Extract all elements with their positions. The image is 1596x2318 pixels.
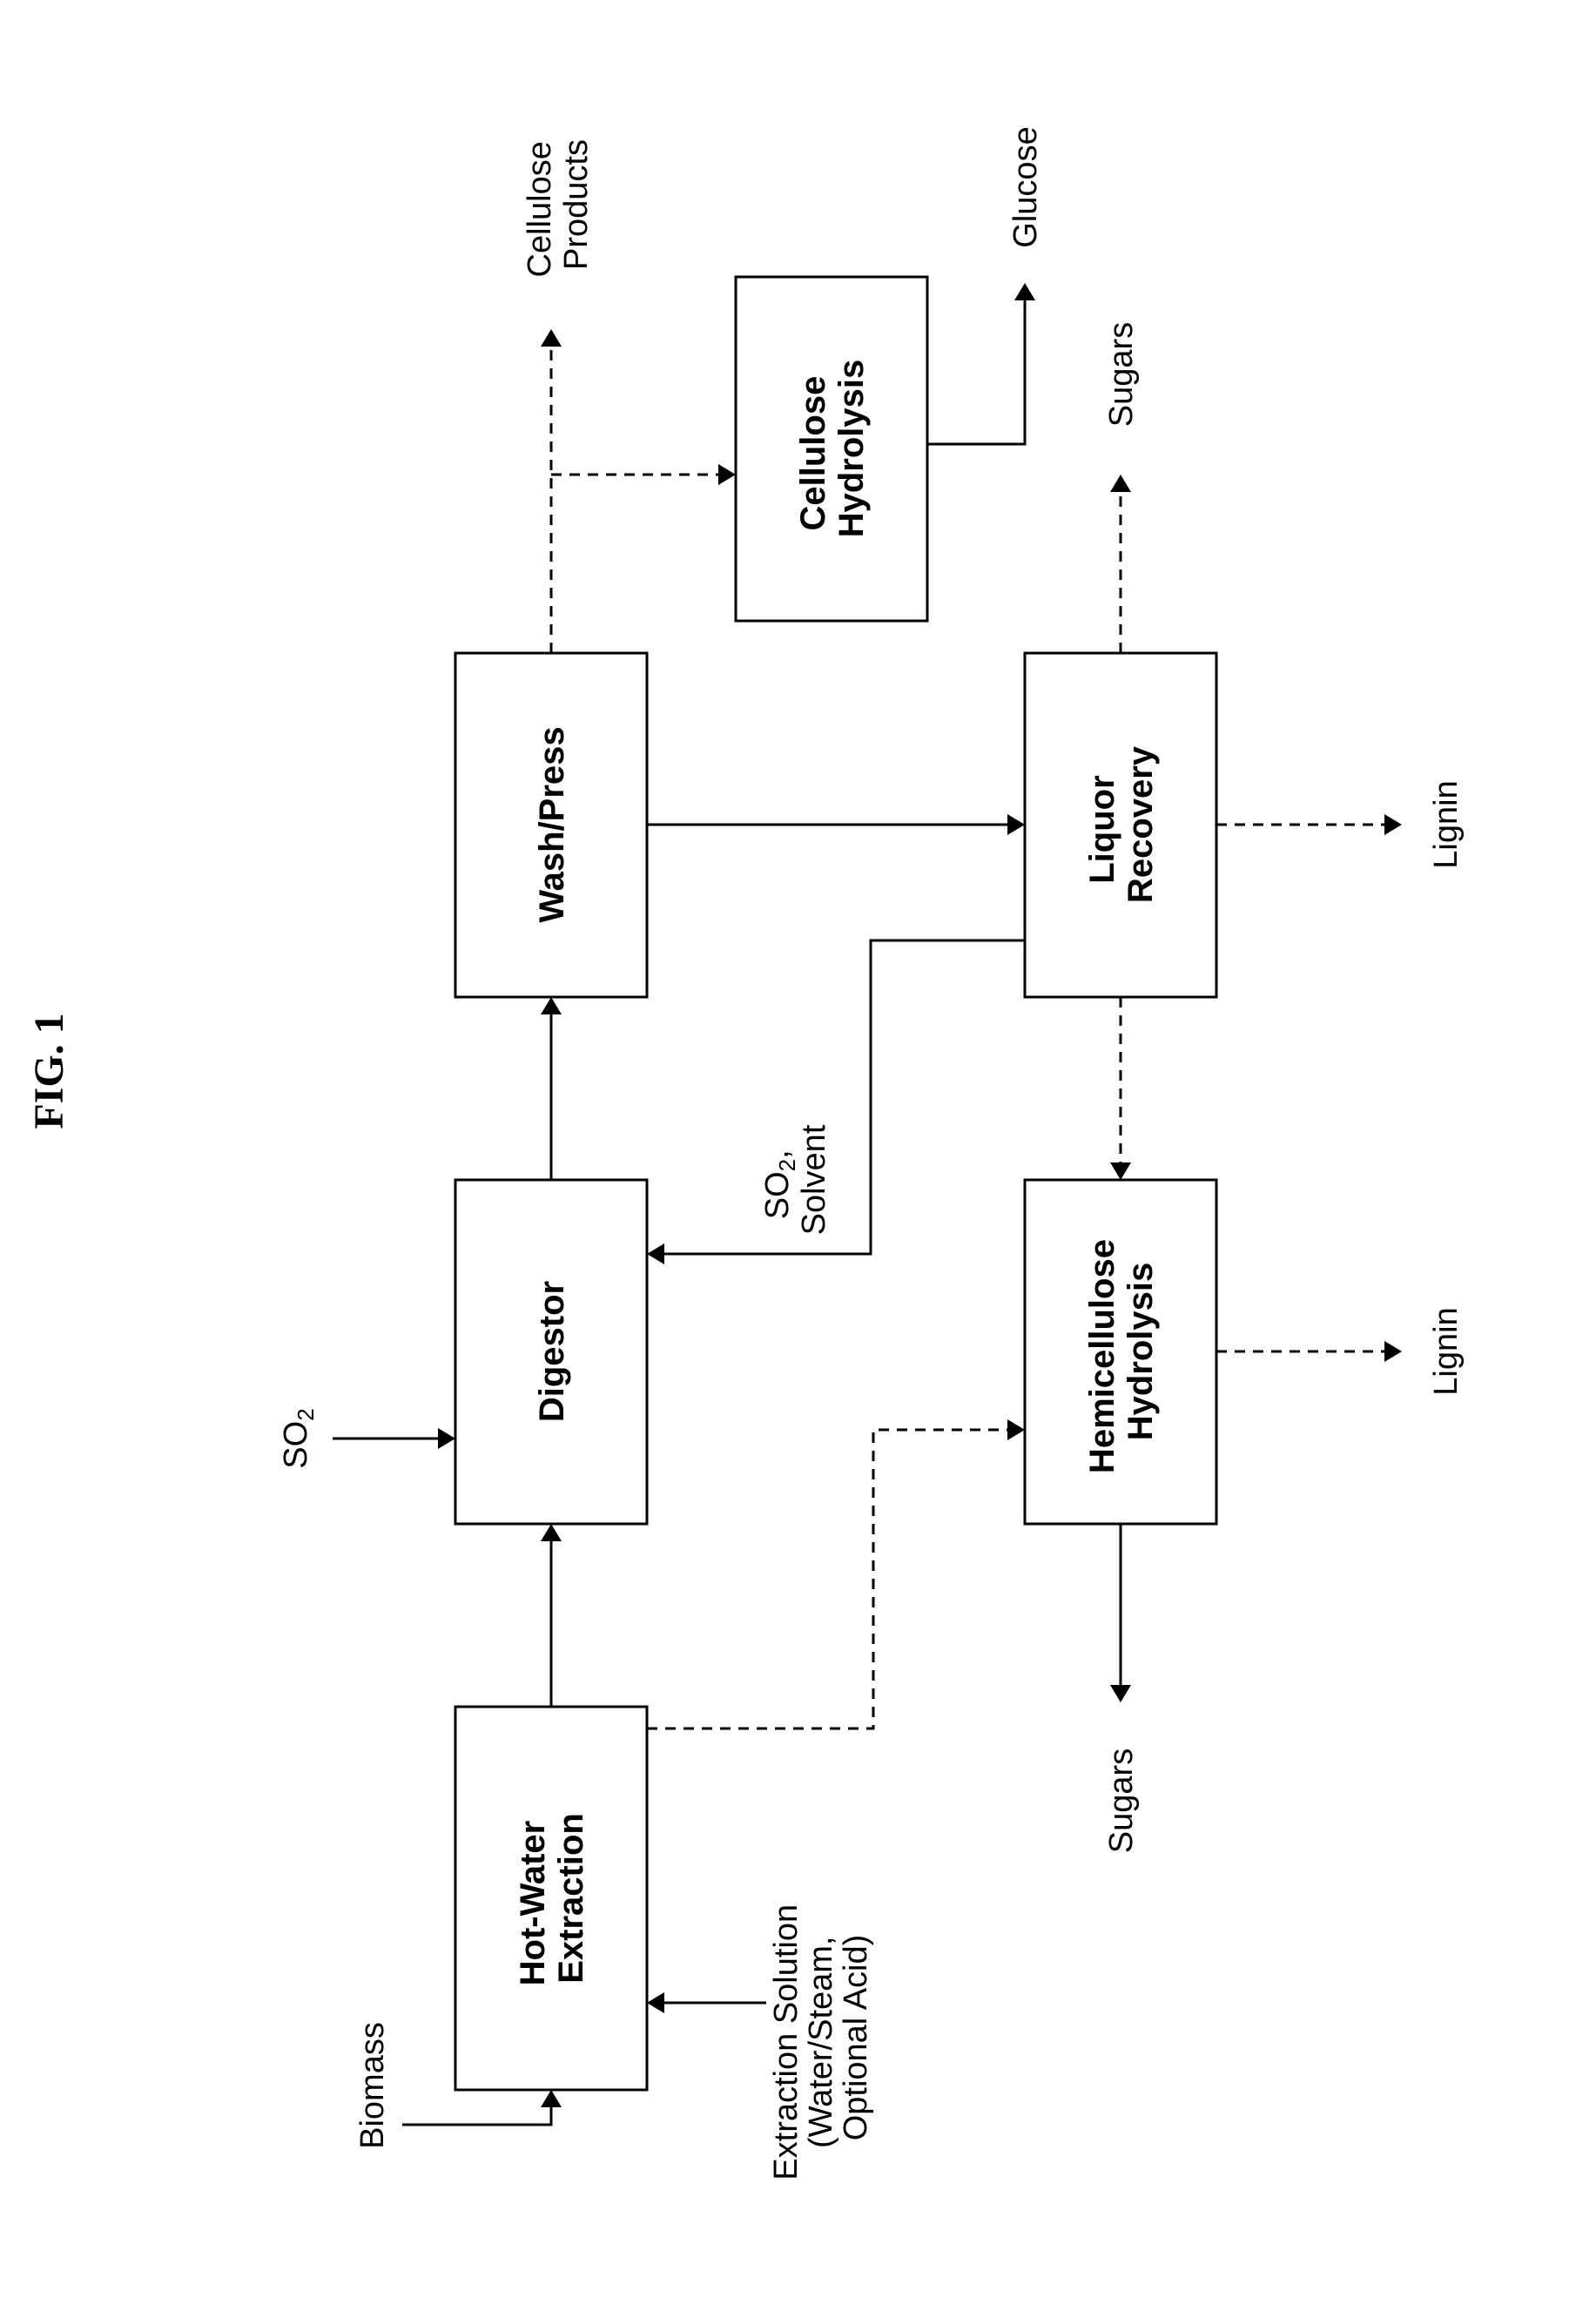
liquor-recovery-box: Liquor Recovery [1025, 653, 1216, 997]
cellulose-products-arrow [541, 329, 562, 653]
cellulose-hydrolysis-line1: Cellulose [794, 376, 832, 531]
wash-press-box: Wash/Press [455, 653, 647, 997]
svg-text:Wash/Press: Wash/Press [533, 726, 571, 922]
svg-text:Liquor Recovery: Liquor Recovery [1083, 745, 1160, 903]
so2-solvent-comma: , [759, 1149, 796, 1159]
svg-text:Digestor: Digestor [533, 1281, 571, 1422]
liquor-lignin-arrow [1216, 814, 1402, 835]
extraction-solution-arrow [647, 1992, 766, 2013]
sugars-hemicellulose-label: Sugars [1103, 1749, 1140, 1853]
liquor-sugars-arrow [1110, 475, 1131, 653]
digestor-to-wash-press-arrow [541, 997, 562, 1180]
hot-water-to-digestor-arrow [541, 1524, 562, 1707]
sugars-liquor-label: Sugars [1103, 322, 1140, 427]
cellulose-products-line2: Products [558, 139, 595, 270]
hemicellulose-hydrolysis-box: Hemicellulose Hydrolysis [1025, 1180, 1216, 1524]
cellulose-hydrolysis-line2: Hydrolysis [832, 360, 871, 538]
liquor-to-hemicellulose-arrow [1110, 997, 1131, 1180]
biomass-arrow [402, 2090, 562, 2125]
so2-solvent-label: SO2, Solvent [759, 1124, 832, 1235]
lignin-liquor-label: Lignin [1428, 780, 1465, 868]
so2-to-digestor-arrow [333, 1428, 455, 1449]
hemicellulose-lignin-arrow [1216, 1341, 1402, 1362]
cellulose-products-line1: Cellulose [522, 141, 558, 277]
svg-text:Hot-Water Extraction: Hot-Water Extraction [514, 1811, 590, 1986]
hemicellulose-hydrolysis-line2: Hydrolysis [1121, 1263, 1160, 1441]
cellulose-products-label: Cellulose Products [522, 132, 595, 278]
hemicellulose-hydrolysis-line1: Hemicellulose [1083, 1239, 1121, 1473]
digestor-label: Digestor [533, 1281, 571, 1422]
wash-press-label: Wash/Press [533, 726, 571, 922]
extraction-solution-label: Extraction Solution (Water/Steam, Option… [768, 1895, 874, 2180]
so2-digestor-subscript: 2 [293, 1408, 319, 1420]
so2-solvent-main: SO [759, 1171, 796, 1219]
so2-digestor-main: SO [278, 1421, 314, 1469]
extraction-solution-line2: (Water/Steam, [803, 1937, 839, 2149]
svg-text:Cellulose Hydrolysis: Cellulose Hydrolysis [794, 360, 871, 538]
hot-water-extraction-box: Hot-Water Extraction [455, 1707, 647, 2090]
hot-water-extraction-line2: Extraction [552, 1813, 590, 1984]
svg-text:Hemicellulose Hydrolysis: Hemicellulose Hydrolysis [1083, 1230, 1160, 1473]
biomass-label: Biomass [354, 2022, 391, 2149]
extraction-solution-line1: Extraction Solution [768, 1904, 805, 2180]
glucose-arrow [927, 283, 1035, 444]
glucose-label: Glucose [1007, 126, 1044, 247]
so2-digestor-label: SO2 [278, 1408, 319, 1468]
cellulose-hydrolysis-box: Cellulose Hydrolysis [736, 277, 927, 621]
lignin-hemicellulose-label: Lignin [1428, 1307, 1465, 1395]
wash-press-to-liquor-recovery-arrow [647, 814, 1025, 835]
hemicellulose-sugars-arrow [1110, 1524, 1131, 1702]
figure-title: FIG. 1 [26, 1013, 72, 1129]
digestor-box: Digestor [455, 1180, 647, 1524]
liquor-recovery-line2: Recovery [1121, 745, 1160, 903]
so2-solvent-line2: Solvent [796, 1124, 832, 1235]
extraction-solution-line3: Optional Acid) [838, 1935, 874, 2141]
liquor-recovery-line1: Liquor [1083, 775, 1121, 883]
so2-solvent-recycle-arrow [647, 940, 1025, 1264]
to-cellulose-hydrolysis-arrow [551, 464, 736, 485]
hot-water-extraction-line1: Hot-Water [514, 1821, 552, 1986]
hot-water-to-hemicellulose-arrow [647, 1419, 1025, 1728]
